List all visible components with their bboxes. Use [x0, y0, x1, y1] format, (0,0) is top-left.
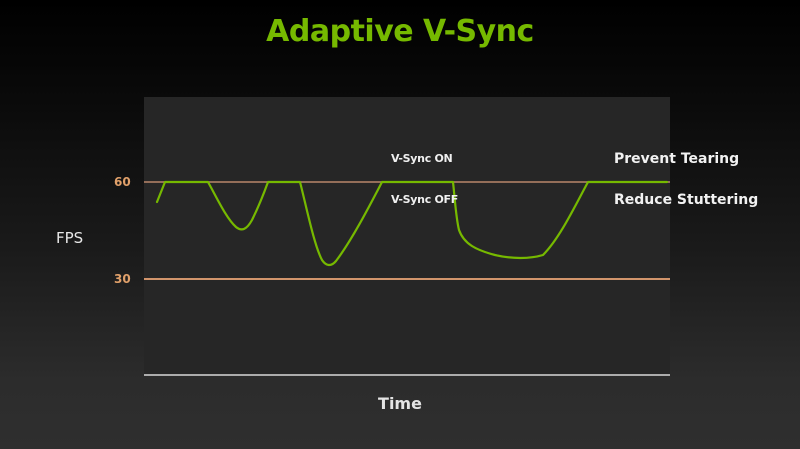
y-tick-60: 60 — [114, 175, 131, 189]
vsync-on-label: V-Sync ON — [391, 152, 453, 165]
chart-panel — [144, 97, 670, 376]
x-axis-label: Time — [378, 394, 422, 413]
vsync-off-label: V-Sync OFF — [391, 193, 458, 206]
prevent-tearing-label: Prevent Tearing — [614, 151, 740, 167]
chart-title: Adaptive V-Sync — [266, 14, 534, 49]
y-tick-30: 30 — [114, 272, 131, 286]
fps-curve — [155, 180, 669, 267]
reduce-stuttering-label: Reduce Stuttering — [614, 192, 759, 208]
fps-line-chart — [144, 180, 670, 376]
y-axis-label: FPS — [56, 229, 84, 247]
